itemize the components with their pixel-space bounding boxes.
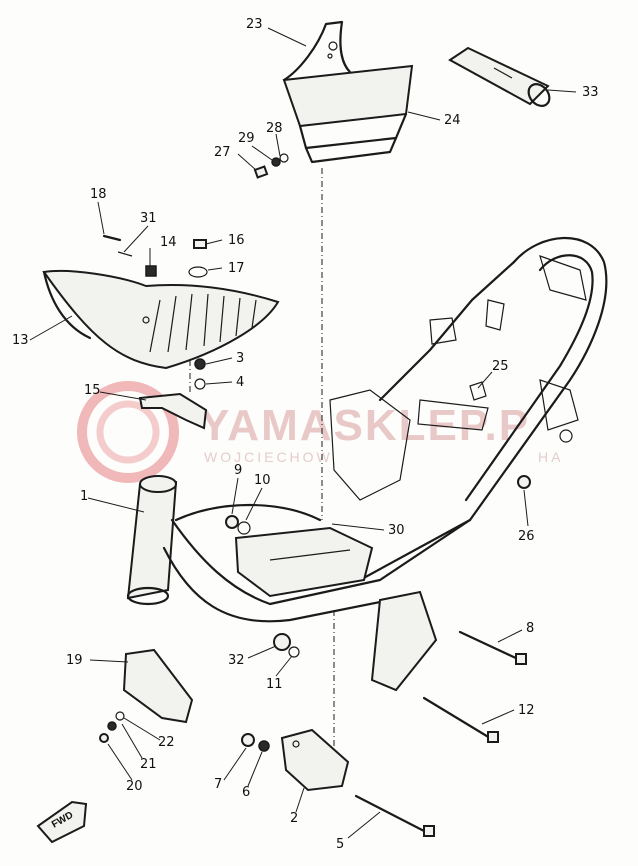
callout-1: 1 xyxy=(80,489,88,504)
callout-23: 23 xyxy=(246,17,263,32)
callout-20: 20 xyxy=(126,779,143,794)
callout-13: 13 xyxy=(12,333,29,348)
callout-4: 4 xyxy=(236,375,244,390)
callout-10: 10 xyxy=(254,473,271,488)
tube-part xyxy=(448,46,551,107)
watermark-brand: YAMASKLEP.P xyxy=(200,401,530,450)
callout-33: 33 xyxy=(582,85,599,100)
leader-lines xyxy=(29,27,577,839)
mount-bracket-part xyxy=(280,728,350,792)
rear-cover-part xyxy=(282,20,414,164)
callout-8: 8 xyxy=(526,621,534,636)
callout-28: 28 xyxy=(266,121,283,136)
watermark-logo-inner xyxy=(96,400,160,464)
watermark-sub: WOJCIECHOW xyxy=(204,449,333,465)
floorboard-part xyxy=(42,269,280,370)
nuts-washers xyxy=(225,475,531,752)
callout-9: 9 xyxy=(234,463,242,478)
watermark: YAMASKLEP.P WOJCIECHOW HA xyxy=(77,381,563,483)
callout-21: 21 xyxy=(140,757,157,772)
main-frame-part xyxy=(126,236,608,692)
cover-bolts xyxy=(253,153,289,179)
callout-3: 3 xyxy=(236,351,244,366)
callout-22: 22 xyxy=(158,735,175,750)
watermark-logo xyxy=(77,381,179,483)
callout-19: 19 xyxy=(66,653,83,668)
callout-labels: 23 33 24 29 28 27 18 31 14 16 17 13 3 4 … xyxy=(12,17,599,852)
callout-14: 14 xyxy=(160,235,177,250)
callout-31: 31 xyxy=(140,211,157,226)
callout-29: 29 xyxy=(238,131,255,146)
watermark-sub2: HA xyxy=(538,449,563,465)
side-cover-part xyxy=(99,648,194,743)
callout-30: 30 xyxy=(388,523,405,538)
callout-15: 15 xyxy=(84,383,101,398)
callout-16: 16 xyxy=(228,233,245,248)
callout-18: 18 xyxy=(90,187,107,202)
callout-26: 26 xyxy=(518,529,535,544)
long-bolts xyxy=(354,630,527,837)
callout-32: 32 xyxy=(228,653,245,668)
callout-6: 6 xyxy=(242,785,250,800)
bracket-part xyxy=(138,358,208,430)
floorboard-fasteners xyxy=(102,234,208,278)
callout-11: 11 xyxy=(266,677,283,692)
callout-12: 12 xyxy=(518,703,535,718)
callout-17: 17 xyxy=(228,261,245,276)
callout-7: 7 xyxy=(214,777,222,792)
callout-5: 5 xyxy=(336,837,344,852)
callout-2: 2 xyxy=(290,811,298,826)
callout-27: 27 xyxy=(214,145,231,160)
callout-25: 25 xyxy=(492,359,509,374)
fwd-badge: FWD xyxy=(36,800,88,844)
callout-24: 24 xyxy=(444,113,461,128)
